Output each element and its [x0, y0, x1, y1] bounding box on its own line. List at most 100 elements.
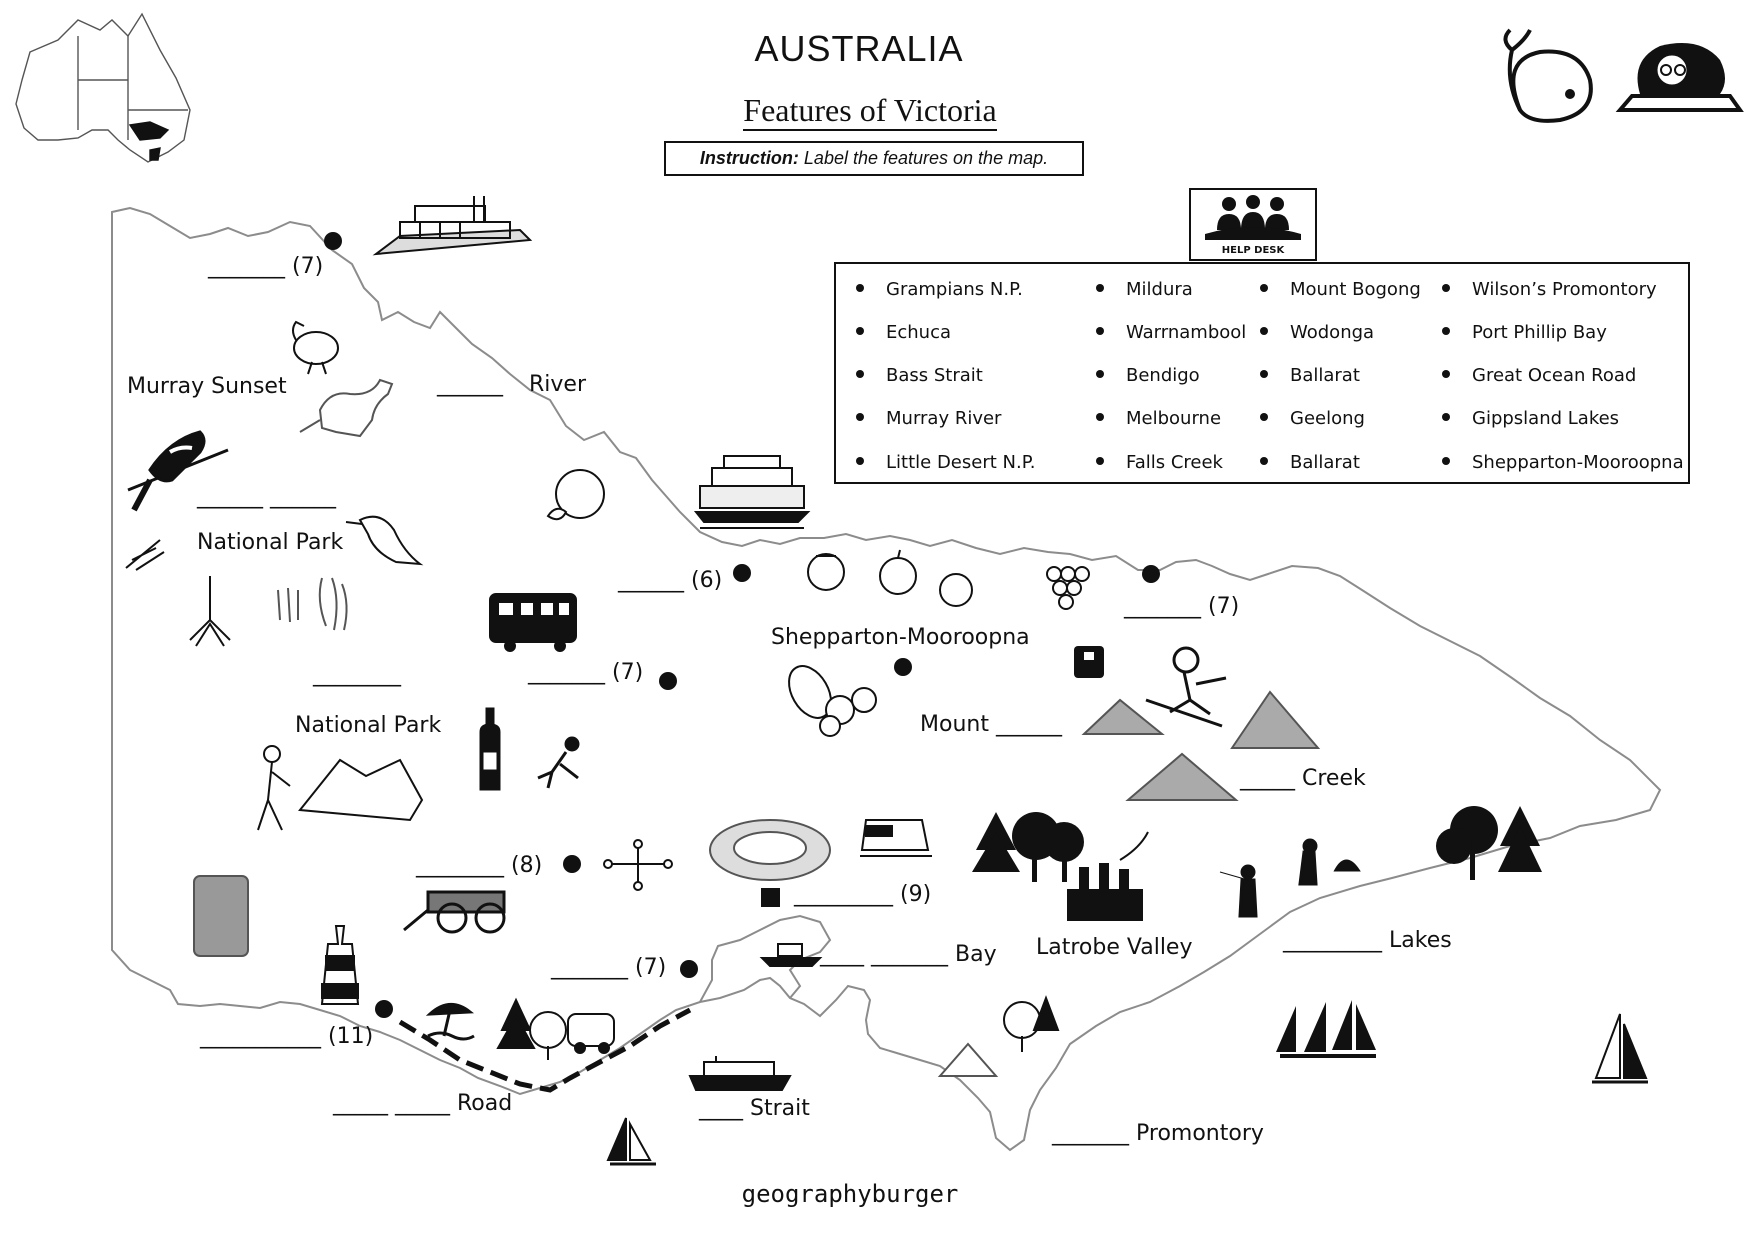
- shepparton-label: Shepparton-Mooroopna: [771, 625, 1030, 650]
- murray-sunset-label: Murray Sunset: [127, 374, 287, 399]
- grass-tree-icon: [125, 539, 231, 647]
- road-label-text: Road: [457, 1091, 513, 1116]
- australia-inset-map: [15, 12, 191, 163]
- word-bank-item: Echuca: [856, 322, 951, 343]
- shepparton-dot: [894, 658, 912, 676]
- little-desert-blank[interactable]: ________: [313, 662, 401, 687]
- fisherman-icon: [1219, 864, 1258, 918]
- word-bank-item: Great Ocean Road: [1442, 365, 1636, 386]
- mountains-icon: [1081, 690, 1321, 801]
- word-bank-item: Murray River: [856, 408, 1001, 429]
- great-ocean-road-line: [398, 1007, 692, 1093]
- word-bank-item: Wodonga: [1260, 322, 1374, 343]
- bay-label: ____ _______ Bay: [820, 942, 997, 967]
- instruction-box: Instruction: Label the features on the m…: [664, 141, 1084, 176]
- strait-blank[interactable]: ____: [699, 1096, 743, 1121]
- wodonga-blank[interactable]: _______ (7): [1124, 594, 1240, 619]
- ballarat-blank[interactable]: ________ (8): [416, 853, 543, 878]
- word-bank-item: Little Desert N.P.: [856, 452, 1035, 473]
- forest-trees-icon: [496, 997, 567, 1060]
- mount-blank[interactable]: ______: [995, 712, 1062, 737]
- word-bank-item: Geelong: [1260, 408, 1365, 429]
- bendigo-tram-icon: [489, 593, 577, 652]
- campervan-icon: [567, 1013, 615, 1054]
- bendigo-blank[interactable]: _______ (7): [528, 660, 644, 685]
- strait-label-text: Strait: [750, 1096, 810, 1121]
- word-bank-item: Shepparton-Mooroopna: [1442, 452, 1684, 473]
- lakes-label: _________ Lakes: [1283, 928, 1452, 953]
- sailboats-icon: [1276, 1000, 1376, 1058]
- mildura-dot: [324, 232, 342, 250]
- kookaburra-icon: [345, 515, 424, 566]
- grocery-bag-icon: [193, 875, 249, 957]
- paddle-steamer-icon: [372, 196, 533, 256]
- tomato-icon: [807, 553, 845, 591]
- word-bank-item: Falls Creek: [1096, 452, 1223, 473]
- word-bank-item: Ballarat: [1260, 452, 1360, 473]
- latrobe-valley-label: Latrobe Valley: [1036, 935, 1193, 960]
- beach-umbrella-icon: [425, 1003, 475, 1041]
- melbourne-tram-icon: [860, 819, 932, 857]
- echuca-blank[interactable]: ______ (6): [618, 568, 723, 593]
- word-bank-item: Ballarat: [1260, 365, 1360, 386]
- tent-icon: [937, 1042, 999, 1077]
- national-park-blank[interactable]: ______ ______: [197, 484, 336, 509]
- lakes-label-text: Lakes: [1389, 928, 1452, 953]
- word-bank-item: Port Phillip Bay: [1442, 322, 1607, 343]
- kangaroo-icon: [299, 378, 394, 438]
- promontory-blank[interactable]: _______: [1052, 1121, 1129, 1146]
- credit-text: geographyburger: [741, 1180, 959, 1208]
- umbrella-fisher-icon: [1298, 838, 1361, 886]
- warrnambool-dot: [375, 1000, 393, 1018]
- strait-label: ____ Strait: [699, 1096, 810, 1121]
- paddle-steamer-echuca-icon: [693, 455, 811, 529]
- word-bank-item: Melbourne: [1096, 408, 1221, 429]
- lakes-blank[interactable]: _________: [1283, 928, 1382, 953]
- factory-icon: [1067, 831, 1149, 921]
- help-desk-badge: HELP DESK: [1189, 188, 1317, 261]
- grapes-icon: [1046, 566, 1090, 610]
- bay-blank[interactable]: ____ _______: [820, 942, 948, 967]
- melbourne-blank[interactable]: _________ (9): [794, 882, 932, 907]
- creek-label: _____ Creek: [1240, 766, 1366, 791]
- ballarat-dot: [563, 855, 581, 873]
- sign-icon: [1074, 646, 1104, 678]
- road-blank[interactable]: _____ _____: [333, 1091, 450, 1116]
- yacht-icon: [1592, 1013, 1648, 1084]
- word-bank-item: Bass Strait: [856, 365, 983, 386]
- lighthouse-icon: [320, 925, 360, 1005]
- river-blank[interactable]: ______: [437, 372, 503, 397]
- word-bank-item: Mildura: [1096, 279, 1193, 300]
- hiker-mountain-icon: [257, 745, 424, 831]
- emu-icon: [292, 320, 339, 375]
- word-bank-item: Mount Bogong: [1260, 279, 1421, 300]
- bendigo-dot: [659, 672, 677, 690]
- page-subtitle-text: Features of Victoria: [743, 92, 997, 131]
- page-subtitle: Features of Victoria: [0, 92, 1740, 131]
- mildura-blank[interactable]: _______ (7): [208, 254, 324, 279]
- sailboat-strait-icon: [606, 1117, 656, 1166]
- pears-icon: [788, 665, 877, 737]
- word-bank-item: Warrnambool: [1096, 322, 1246, 343]
- echuca-dot: [733, 564, 751, 582]
- bullock-cart-icon: [403, 890, 506, 934]
- creek-blank[interactable]: _____: [1240, 766, 1295, 791]
- geelong-dot: [680, 960, 698, 978]
- warrnambool-blank[interactable]: ___________ (11): [200, 1024, 374, 1049]
- ferry-strait-icon: [688, 1056, 792, 1091]
- parrot-icon: [127, 430, 229, 512]
- southern-cross-icon: [603, 839, 673, 891]
- gippsland-trees-icon: [1436, 806, 1542, 880]
- help-desk-people-icon: [1205, 195, 1301, 240]
- bush-plants-icon: [277, 577, 348, 631]
- ferry-bay-icon: [759, 943, 823, 967]
- instruction-text: Label the features on the map.: [803, 148, 1049, 168]
- peach-icon: [939, 573, 973, 607]
- geelong-blank[interactable]: _______ (7): [551, 955, 667, 980]
- word-bank-item: Bendigo: [1096, 365, 1200, 386]
- reading-person-icon: [1615, 43, 1744, 112]
- melbourne-square: [761, 888, 780, 907]
- river-label: River: [529, 372, 586, 397]
- skier-icon: [1145, 646, 1227, 728]
